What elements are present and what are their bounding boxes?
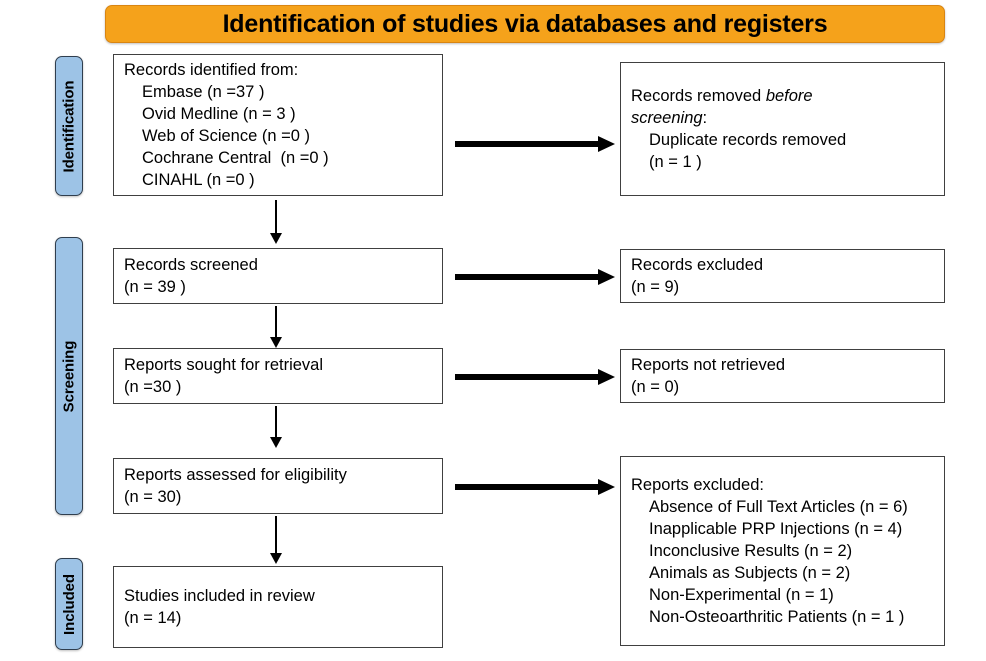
stage-label-included: Included: [60, 573, 78, 635]
studies-included-line2: (n = 14): [124, 609, 182, 627]
records-identified-item: Cochrane Central (n =0 ): [142, 149, 329, 167]
reports-excluded-item: Absence of Full Text Articles (n = 6): [649, 498, 908, 516]
reports-assessed-line2: (n = 30): [124, 488, 182, 506]
reports-assessed-line1: Reports assessed for eligibility: [124, 466, 347, 484]
records-identified-item: Ovid Medline (n = 3 ): [142, 105, 296, 123]
records-screened-line1: Records screened: [124, 256, 258, 274]
box-records-removed: Records removed before screening: Duplic…: [620, 62, 945, 196]
records-removed-heading: Records removed before: [631, 85, 934, 107]
records-identified-item: CINAHL (n =0 ): [142, 171, 255, 189]
records-removed-heading-suffix: :: [702, 109, 708, 127]
box-reports-assessed: Reports assessed for eligibility (n = 30…: [113, 458, 443, 514]
reports-sought-line1: Reports sought for retrieval: [124, 356, 324, 374]
reports-not-retrieved-line2: (n = 0): [631, 378, 680, 396]
records-excluded-line1: Records excluded: [631, 256, 764, 274]
box-reports-not-retrieved: Reports not retrieved (n = 0): [620, 349, 945, 403]
arrow-sought-to-assessed: [270, 406, 282, 448]
records-screened-line2: (n = 39 ): [124, 278, 186, 296]
arrow-assessed-to-excluded: [455, 479, 615, 495]
records-excluded-line2: (n = 9): [631, 278, 680, 296]
reports-not-retrieved-line1: Reports not retrieved: [631, 356, 786, 374]
studies-included-line1: Studies included in review: [124, 587, 315, 605]
stage-bar-included: Included: [55, 558, 83, 650]
arrow-identified-to-removed: [455, 136, 615, 152]
records-removed-item: Duplicate records removed: [649, 131, 847, 149]
records-removed-heading-cont: screening:: [631, 107, 934, 129]
reports-excluded-item: Inconclusive Results (n = 2): [649, 542, 853, 560]
stage-bar-screening: Screening: [55, 237, 83, 515]
reports-sought-line2: (n =30 ): [124, 378, 182, 396]
reports-excluded-item: Animals as Subjects (n = 2): [649, 564, 851, 582]
identification-banner: Identification of studies via databases …: [105, 5, 945, 43]
records-identified-item: Web of Science (n =0 ): [142, 127, 310, 145]
reports-excluded-heading: Reports excluded:: [631, 476, 764, 494]
stage-label-screening: Screening: [60, 340, 78, 412]
box-records-identified: Records identified from: Embase (n =37 )…: [113, 54, 443, 196]
arrow-sought-to-not-retrieved: [455, 369, 615, 385]
box-studies-included: Studies included in review (n = 14): [113, 566, 443, 648]
stage-bar-identification: Identification: [55, 56, 83, 196]
arrow-assessed-to-included: [270, 516, 282, 564]
records-removed-heading-italic-2: screening: [631, 109, 703, 127]
box-reports-excluded: Reports excluded: Absence of Full Text A…: [620, 456, 945, 646]
records-removed-item: (n = 1 ): [649, 153, 702, 171]
records-identified-item: Embase (n =37 ): [142, 83, 265, 101]
records-removed-heading-prefix: Records removed: [631, 87, 766, 105]
reports-excluded-item: Non-Osteoarthritic Patients (n = 1 ): [649, 608, 905, 626]
box-records-screened: Records screened (n = 39 ): [113, 248, 443, 304]
box-records-excluded: Records excluded (n = 9): [620, 249, 945, 303]
banner-title: Identification of studies via databases …: [222, 9, 828, 38]
reports-excluded-item: Non-Experimental (n = 1): [649, 586, 834, 604]
reports-excluded-item: Inapplicable PRP Injections (n = 4): [649, 520, 903, 538]
stage-label-identification: Identification: [60, 80, 78, 172]
arrow-screened-to-excluded: [455, 269, 615, 285]
arrow-identified-to-screened: [270, 200, 282, 244]
records-identified-heading: Records identified from:: [124, 61, 299, 79]
box-reports-sought: Reports sought for retrieval (n =30 ): [113, 348, 443, 404]
arrow-screened-to-sought: [270, 306, 282, 348]
records-removed-heading-italic: before: [765, 87, 813, 105]
